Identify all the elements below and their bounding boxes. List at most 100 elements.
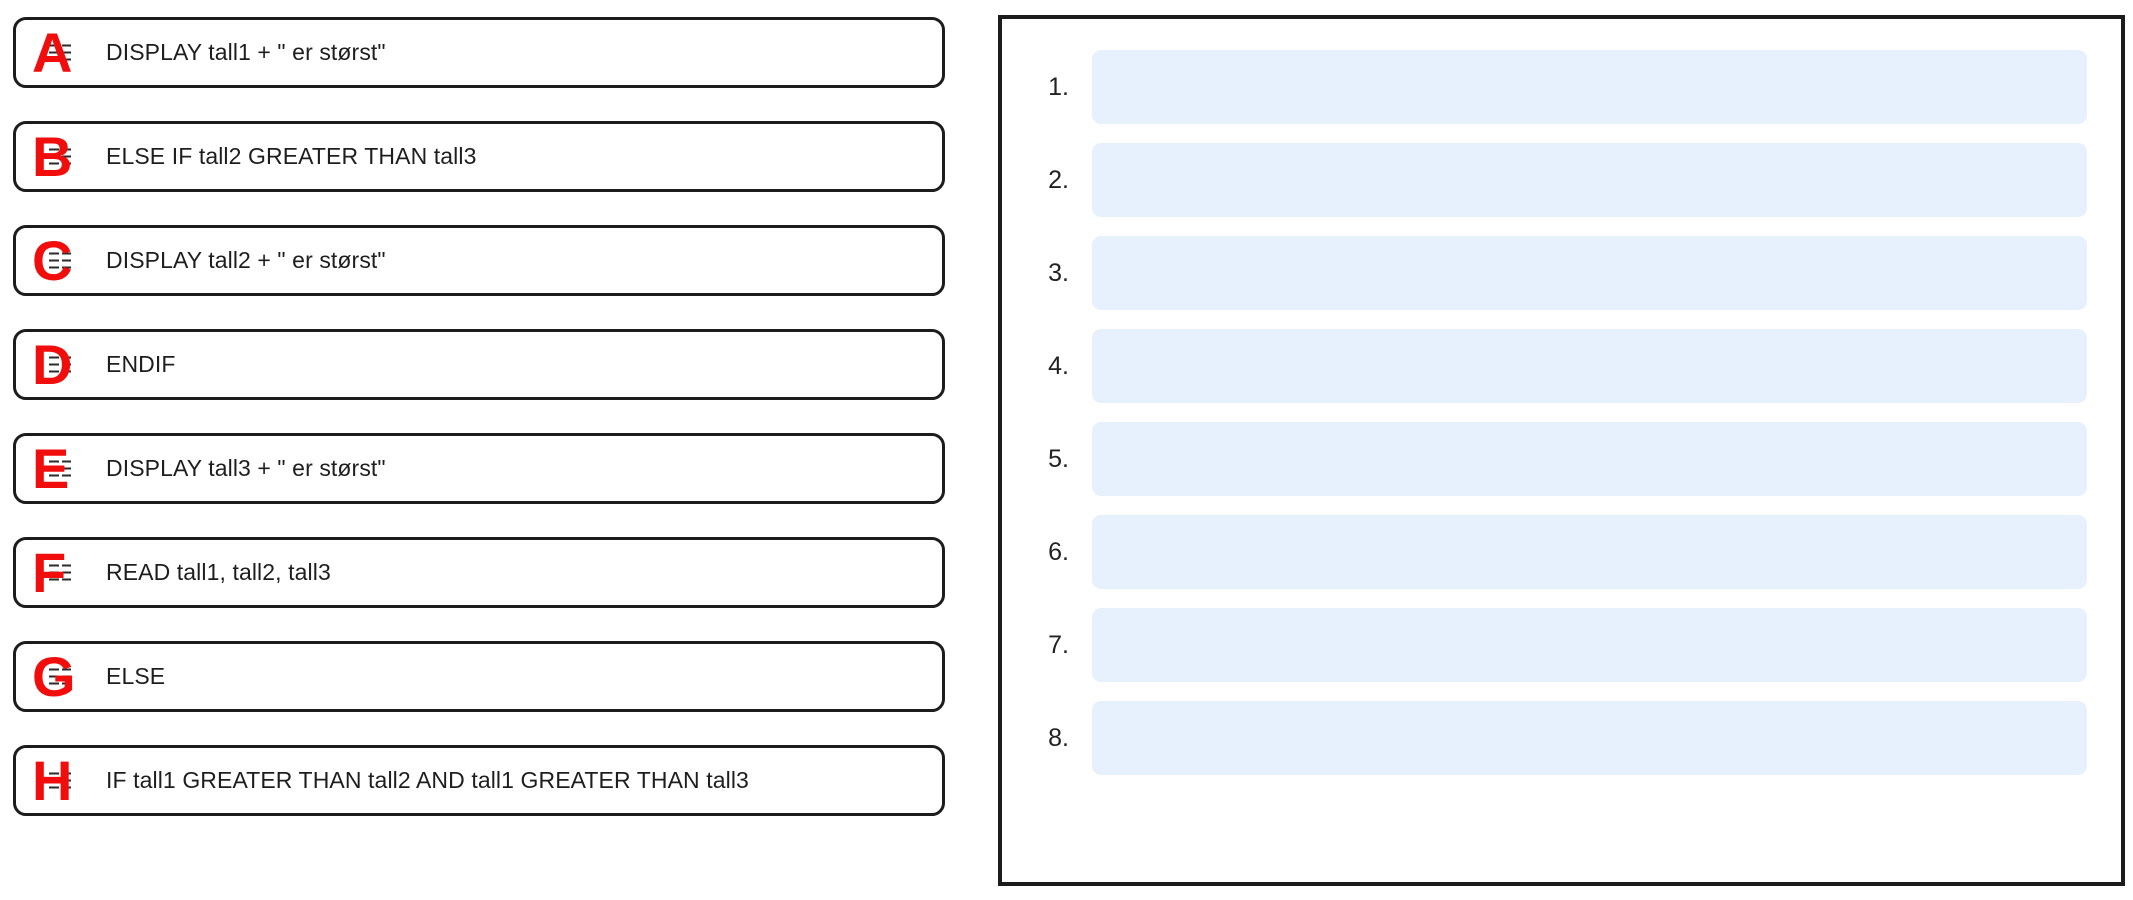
drag-handle-dash [61, 370, 71, 373]
source-card-list: A DISPLAY tall1 + " er størst" B ELSE IF… [13, 17, 945, 816]
drag-card-f[interactable]: F READ tall1, tall2, tall3 [13, 537, 945, 608]
drop-slot-list: 1. 2. 3. 4. 5. 6. [1002, 44, 2087, 863]
drag-handle-dash [61, 44, 71, 47]
drag-handle-dash [49, 252, 59, 255]
drag-handle-icon[interactable] [49, 356, 71, 373]
slot-number: 1. [1048, 72, 1069, 101]
slot-dropzone[interactable] [1092, 236, 2087, 310]
drag-handle-icon[interactable] [49, 44, 71, 61]
handle-wrap-b[interactable]: B [32, 128, 82, 184]
slot-dropzone[interactable] [1092, 50, 2087, 124]
drag-handle-icon[interactable] [49, 772, 71, 789]
drop-slot-row: 6. [1002, 515, 2087, 589]
drag-handle-icon[interactable] [49, 668, 71, 685]
drag-card-c[interactable]: C DISPLAY tall2 + " er størst" [13, 225, 945, 296]
drag-handle-dash [61, 51, 71, 54]
card-text: READ tall1, tall2, tall3 [106, 559, 331, 585]
slot-number: 4. [1048, 351, 1069, 380]
drag-card-b[interactable]: B ELSE IF tall2 GREATER THAN tall3 [13, 121, 945, 192]
handle-wrap-a[interactable]: A [32, 24, 82, 80]
drop-slot-row: 5. [1002, 422, 2087, 496]
card-text: DISPLAY tall3 + " er størst" [106, 455, 386, 481]
card-letter-badge: E [32, 436, 70, 500]
slot-number: 7. [1048, 630, 1069, 659]
handle-wrap-g[interactable]: G [32, 648, 82, 704]
slot-number: 3. [1048, 258, 1069, 287]
drag-handle-dash [49, 772, 59, 775]
drag-handle-dash [49, 259, 59, 262]
slot-dropzone[interactable] [1092, 422, 2087, 496]
drop-slot-row: 3. [1002, 236, 2087, 310]
drag-handle-dash [61, 467, 71, 470]
drag-handle-dash [61, 571, 71, 574]
drag-handle-dash [61, 259, 71, 262]
drag-handle-dash [61, 460, 71, 463]
drag-handle-dash [49, 356, 59, 359]
drag-handle-dash [61, 675, 71, 678]
drag-handle-dash [61, 786, 71, 789]
drag-handle-dash [49, 474, 59, 477]
drag-card-d[interactable]: D ENDIF [13, 329, 945, 400]
drag-handle-dash [61, 668, 71, 671]
drag-handle-dash [49, 266, 59, 269]
drop-slot-row: 8. [1002, 701, 2087, 775]
slot-dropzone[interactable] [1092, 329, 2087, 403]
drop-slot-row: 7. [1002, 608, 2087, 682]
drag-handle-dash [61, 155, 71, 158]
drag-handle-dash [49, 578, 59, 581]
slot-dropzone[interactable] [1092, 143, 2087, 217]
drag-handle-dash [61, 474, 71, 477]
handle-wrap-f[interactable]: F [32, 544, 82, 600]
drag-handle-dash [49, 363, 59, 366]
card-letter-badge: D [32, 332, 73, 396]
drag-handle-dash [61, 578, 71, 581]
drag-handle-dash [61, 162, 71, 165]
card-text: IF tall1 GREATER THAN tall2 AND tall1 GR… [106, 767, 749, 793]
slot-dropzone[interactable] [1092, 701, 2087, 775]
drag-handle-dash [49, 58, 59, 61]
drag-handle-dash [49, 564, 59, 567]
slot-number: 2. [1048, 165, 1069, 194]
drag-handle-icon[interactable] [49, 564, 71, 581]
drop-slot-row: 1. [1002, 50, 2087, 124]
drag-handle-icon[interactable] [49, 148, 71, 165]
drag-handle-dash [61, 266, 71, 269]
card-text: DISPLAY tall1 + " er størst" [106, 39, 386, 65]
slot-dropzone[interactable] [1092, 608, 2087, 682]
drag-handle-dash [61, 779, 71, 782]
drag-card-h[interactable]: H IF tall1 GREATER THAN tall2 AND tall1 … [13, 745, 945, 816]
drag-handle-dash [49, 148, 59, 151]
drag-handle-dash [49, 682, 59, 685]
card-text: ENDIF [106, 351, 176, 377]
drag-handle-dash [61, 356, 71, 359]
card-letter-badge: B [32, 124, 73, 188]
drop-target-panel: 1. 2. 3. 4. 5. 6. [998, 15, 2125, 886]
handle-wrap-c[interactable]: C [32, 232, 82, 288]
card-text: ELSE [106, 663, 166, 689]
drag-handle-icon[interactable] [49, 252, 71, 269]
card-letter-badge: C [32, 228, 73, 292]
drag-handle-dash [61, 363, 71, 366]
slot-dropzone[interactable] [1092, 515, 2087, 589]
drag-handle-dash [49, 668, 59, 671]
handle-wrap-e[interactable]: E [32, 440, 82, 496]
drag-card-e[interactable]: E DISPLAY tall3 + " er størst" [13, 433, 945, 504]
drag-handle-dash [61, 148, 71, 151]
drag-handle-dash [49, 786, 59, 789]
drag-handle-icon[interactable] [49, 460, 71, 477]
drag-handle-dash [61, 682, 71, 685]
drop-slot-row: 2. [1002, 143, 2087, 217]
drag-handle-dash [61, 564, 71, 567]
slot-number: 5. [1048, 444, 1069, 473]
drag-handle-dash [49, 779, 59, 782]
drag-handle-dash [49, 51, 59, 54]
handle-wrap-h[interactable]: H [32, 752, 82, 808]
drag-card-a[interactable]: A DISPLAY tall1 + " er størst" [13, 17, 945, 88]
drag-handle-dash [49, 571, 59, 574]
drag-handle-dash [49, 370, 59, 373]
drag-handle-dash [49, 675, 59, 678]
drag-card-g[interactable]: G ELSE [13, 641, 945, 712]
drag-handle-dash [61, 58, 71, 61]
handle-wrap-d[interactable]: D [32, 336, 82, 392]
card-text: ELSE IF tall2 GREATER THAN tall3 [106, 143, 477, 169]
